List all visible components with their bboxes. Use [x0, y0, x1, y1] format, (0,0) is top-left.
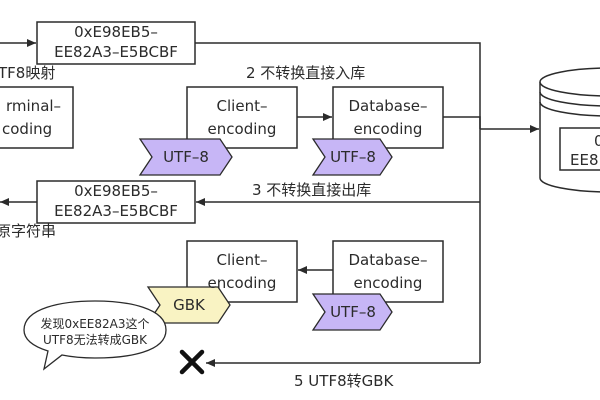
gbk-tag [146, 286, 231, 324]
line-hex-top-to-db [195, 42, 481, 129]
x-cross-icon [179, 349, 205, 375]
terminal-box [0, 86, 74, 149]
hex-top-box [36, 21, 196, 65]
client-bottom-line-1: Client– [216, 251, 268, 269]
database-top-line-2: encoding [353, 120, 423, 138]
step3-label: 3 不转换直接出库 [252, 181, 372, 199]
terminal-line-1: rminal– [6, 97, 62, 115]
utf8-mapping-label: TF8映射 [0, 64, 56, 82]
database-bottom-box [332, 240, 444, 303]
database-top-line-1: Database– [348, 97, 428, 115]
callout-bubble [23, 300, 167, 371]
utf8-db-bottom-label: UTF–8 [330, 303, 376, 321]
line-database-to-db [443, 116, 481, 129]
utf8-db-top-tag [311, 138, 393, 176]
connectors [0, 39, 539, 367]
database-bottom-line-2: encoding [353, 274, 423, 292]
database-bottom-line-1: Database– [348, 251, 428, 269]
hex-top-line-1: 0xE98EB5– [74, 23, 158, 41]
utf8-client-label: UTF–8 [163, 148, 209, 166]
step5-label: 5 UTF8转GBK [294, 372, 394, 390]
database-top-box [332, 86, 444, 149]
original-string-label: 原字符串 [0, 222, 57, 240]
terminal-line-2: coding [2, 120, 53, 138]
utf8-db-top-label: UTF–8 [330, 148, 376, 166]
hex-mid-line-2: EE82A3–E5BCBF [54, 202, 178, 220]
utf8-client-tag [138, 138, 233, 176]
callout-line-1: 发现0xEE82A3这个 [40, 317, 150, 331]
database-cylinder [539, 67, 600, 193]
step2-label: 2 不转换直接入库 [246, 64, 366, 82]
client-top-line-1: Client– [216, 97, 268, 115]
cylinder-line-1: 0 [594, 132, 600, 150]
hex-mid-line-1: 0xE98EB5– [74, 182, 158, 200]
gbk-label: GBK [173, 296, 205, 314]
client-top-line-2: encoding [207, 120, 277, 138]
cylinder-line-2: EE8 [570, 151, 599, 169]
client-top-box [186, 86, 298, 149]
hex-top-line-2: EE82A3–E5BCBF [54, 43, 178, 61]
callout-line-2: UTF8无法转成GBK [42, 333, 148, 347]
utf8-db-bottom-tag [311, 293, 393, 331]
client-bottom-line-2: encoding [207, 274, 277, 292]
